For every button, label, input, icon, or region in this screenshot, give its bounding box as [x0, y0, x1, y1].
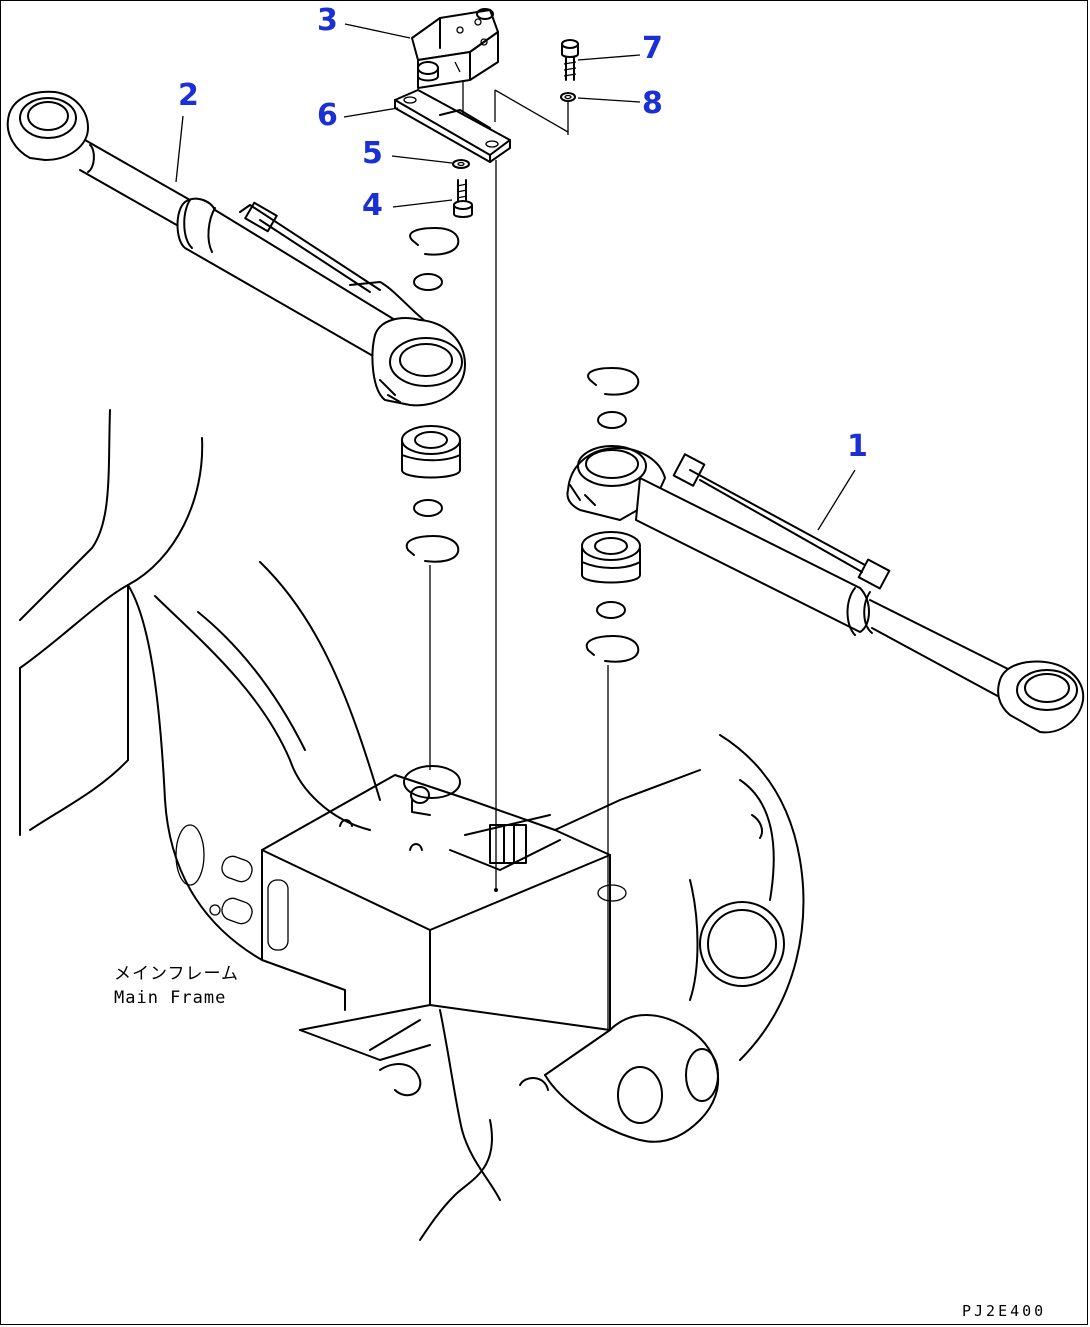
left-bearing-stack [401, 227, 461, 770]
main-frame-label: メインフレーム Main Frame [114, 962, 239, 1010]
callout-8: 8 [642, 86, 663, 121]
main-frame-label-jp: メインフレーム [114, 964, 239, 984]
main-frame-label-en: Main Frame [114, 988, 227, 1008]
callout-1: 1 [847, 429, 868, 464]
cylinder-2-drawing [6, 90, 466, 407]
callout-4: 4 [362, 188, 383, 223]
callout-3: 3 [317, 3, 338, 38]
right-bearing-stack [581, 367, 641, 1030]
callout-5: 5 [362, 136, 383, 171]
callout-7: 7 [642, 31, 663, 66]
callout-2: 2 [178, 78, 199, 113]
main-frame-drawing [19, 409, 805, 1241]
cylinder-1-drawing [566, 445, 1085, 734]
callout-6: 6 [317, 98, 338, 133]
leader-lines [175, 23, 856, 531]
drawing-code: PJ2E400 [962, 1302, 1047, 1320]
valve-assembly [394, 8, 579, 892]
